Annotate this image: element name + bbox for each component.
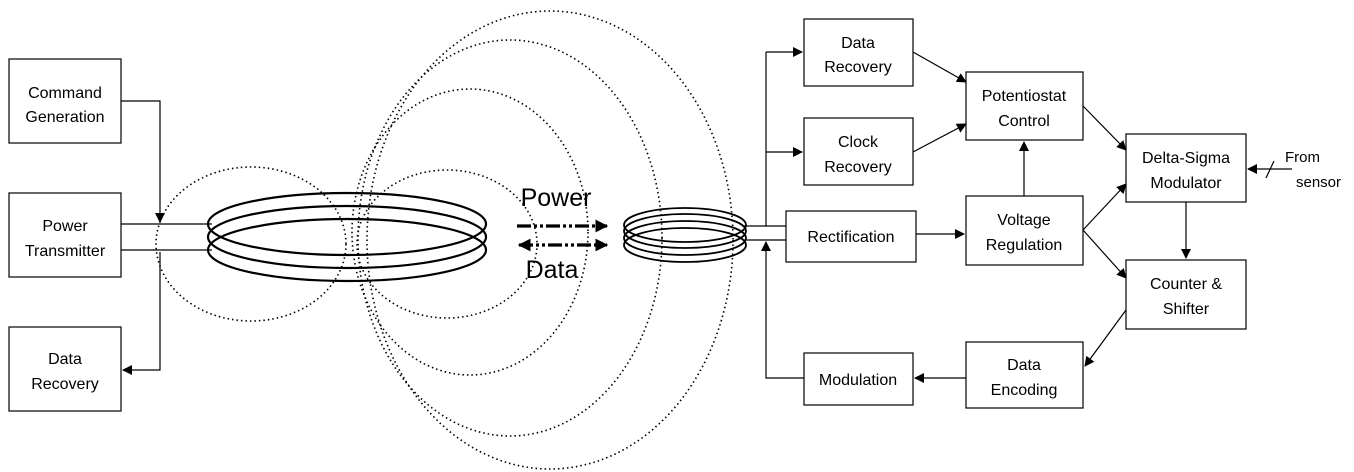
field-loop-outer-right [366,10,734,470]
implant-wiring [744,47,1191,383]
voltage-regulation-label-2: Regulation [986,237,1063,254]
data-encoding-label-2: Encoding [991,382,1058,399]
counter-shifter-label-2: Shifter [1163,301,1210,318]
rectification-block: Rectification [785,210,917,263]
data-recovery-external-label-2: Recovery [31,376,99,393]
sensor-input-label-1: From [1285,149,1320,166]
data-recovery-implant-label-1: Data [841,35,875,52]
sensor-input: From sensor [1247,149,1341,191]
modulation-to-coil [761,241,804,379]
command-generation-label-2: Generation [25,109,104,126]
power-transmitter-label-2: Transmitter [25,243,106,260]
potentiostat-control-label-2: Control [998,113,1050,130]
voltage-regulation-to-counter [1082,229,1127,279]
voltage-regulation-label-1: Voltage [997,212,1050,229]
delta-sigma-modulator-block: Delta-Sigma Modulator [1125,133,1247,203]
command-to-coil-wire [121,100,165,223]
voltage-regulation-to-delta-sigma [1082,183,1127,231]
magnetic-field-lines [155,10,734,470]
delta-sigma-modulator-label-2: Modulator [1150,175,1222,192]
sensor-bus-slash [1265,160,1275,179]
data-recovery-to-potentiostat [912,51,967,83]
coil-to-data-recovery-wire [122,252,161,375]
data-recovery-implant-block: Data Recovery [803,18,914,87]
voltage-regulation-block: Voltage Regulation [965,195,1084,266]
modulation-label: Modulation [819,372,897,389]
field-loop-small-right [356,169,538,319]
transmit-coil [206,191,488,283]
rectification-label: Rectification [807,229,894,246]
data-encoding-label-1: Data [1007,357,1041,374]
command-generation-label-1: Command [28,85,102,102]
power-transmitter-block: Power Transmitter [8,192,122,278]
potentiostat-control-label-1: Potentiostat [982,88,1067,105]
field-loop-large-right [357,39,663,437]
potentiostat-control-block: Potentiostat Control [965,71,1084,141]
field-loop-mid-right [351,88,589,376]
counter-shifter-block: Counter & Shifter [1125,259,1247,330]
potentiostat-to-delta-sigma [1082,105,1127,151]
counter-shifter-label-1: Counter & [1150,276,1222,293]
clock-recovery-block: Clock Recovery [803,117,914,186]
clock-recovery-label-1: Clock [838,134,879,151]
data-encoding-block: Data Encoding [965,341,1084,409]
receive-coil [623,207,747,263]
power-link-label: Power [521,184,592,212]
command-generation-block: Command Generation [8,58,122,144]
clock-recovery-label-2: Recovery [824,159,892,176]
data-recovery-external-label-1: Data [48,351,82,368]
counter-to-data-encoding [1084,309,1127,367]
modulation-block: Modulation [803,352,914,406]
wireless-link: Power Data [517,184,609,284]
clock-recovery-to-potentiostat [912,123,967,153]
data-recovery-external-block: Data Recovery [8,326,122,412]
data-recovery-implant-label-2: Recovery [824,59,892,76]
field-loop-small-left [155,166,347,322]
external-wiring [121,100,212,375]
delta-sigma-modulator-label-1: Delta-Sigma [1142,150,1230,167]
data-link-label: Data [526,256,579,284]
power-transmitter-label-1: Power [42,218,88,235]
sensor-input-label-2: sensor [1296,174,1341,191]
